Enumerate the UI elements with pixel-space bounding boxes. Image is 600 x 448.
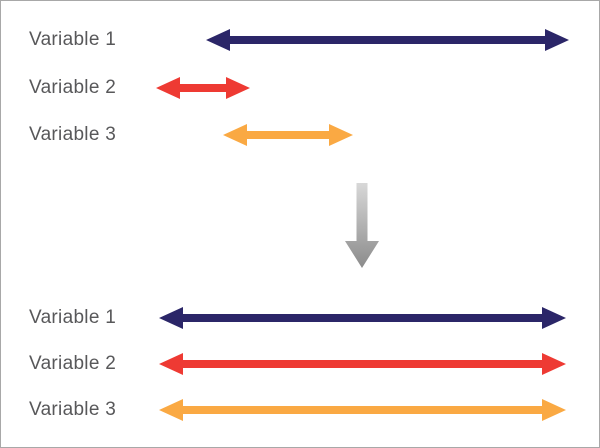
after-variable-2-label: Variable 2 — [29, 353, 117, 374]
before-variable-2-label: Variable 2 — [29, 77, 117, 98]
after-variable-3-range-arrow — [159, 399, 566, 421]
before-variable-3-range-arrow — [223, 124, 353, 146]
before-variable-1-range-arrow — [206, 29, 569, 51]
after-variable-2-range-arrow — [159, 353, 566, 375]
after-variable-3-label: Variable 3 — [29, 399, 117, 420]
transform-down-arrow-icon — [345, 183, 379, 268]
after-variable-1-label: Variable 1 — [29, 307, 117, 328]
before-variable-3-label: Variable 3 — [29, 124, 117, 145]
after-variable-1-range-arrow — [159, 307, 566, 329]
before-variable-1-label: Variable 1 — [29, 29, 117, 50]
before-variable-2-range-arrow — [156, 77, 250, 99]
